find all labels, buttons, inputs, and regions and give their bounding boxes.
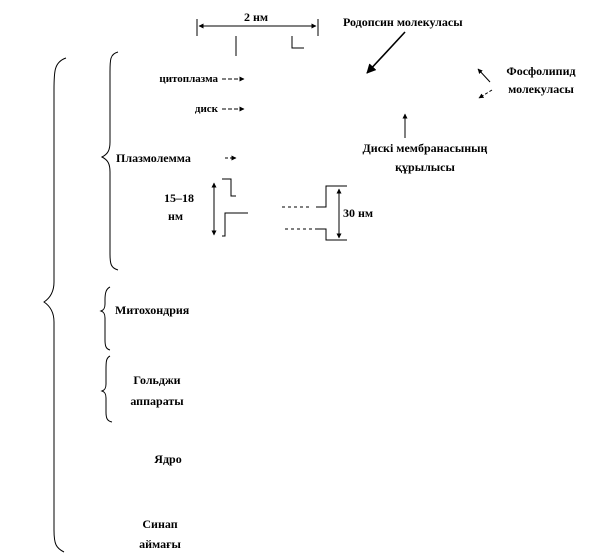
synaptic-label-line2: аймағы — [139, 537, 181, 551]
cytoplasm-label: цитоплазма — [159, 73, 218, 85]
disk-membrane-label-line1: Дискі мембранасының — [362, 141, 488, 155]
brace-mitochondria — [99, 286, 111, 351]
brace-golgi — [100, 355, 113, 423]
synaptic-label-line1: Синап — [142, 517, 178, 531]
rhodopsin-label: Родопсин молекуласы — [343, 15, 463, 29]
phospholipid-label-line1: Фосфолипид — [506, 64, 576, 78]
phospholipid-arrow-up — [477, 68, 491, 83]
scale-bar-2nm — [196, 19, 319, 36]
membrane-step-30 — [316, 185, 347, 241]
nucleus-label: Ядро — [154, 452, 182, 466]
scale-label-2nm: 2 нм — [243, 10, 269, 24]
membrane-step-top — [235, 36, 304, 56]
disk-membrane-label-line2: құрылысы — [395, 160, 455, 174]
phospholipid-arrow-down — [478, 89, 493, 99]
phospholipid-label-line2: молекуласы — [508, 82, 574, 96]
rhodopsin-arrow — [366, 31, 406, 74]
golgi-label-line2: аппараты — [130, 394, 184, 408]
golgi-label-line1: Гольджи — [133, 373, 181, 387]
brace-outer-segment — [100, 51, 119, 271]
brace-whole-cell — [43, 57, 67, 553]
thickness-15-18-line1: 15–18 — [164, 191, 194, 205]
thickness-15-18-line2: нм — [168, 209, 184, 223]
thickness-30nm-label: 30 нм — [343, 206, 374, 220]
mitochondria-label: Митохондрия — [115, 303, 190, 317]
plasmalemma-label: Плазмолемма — [116, 151, 191, 165]
membrane-step-15-18 — [222, 178, 248, 237]
disk-label: диск — [194, 103, 218, 115]
